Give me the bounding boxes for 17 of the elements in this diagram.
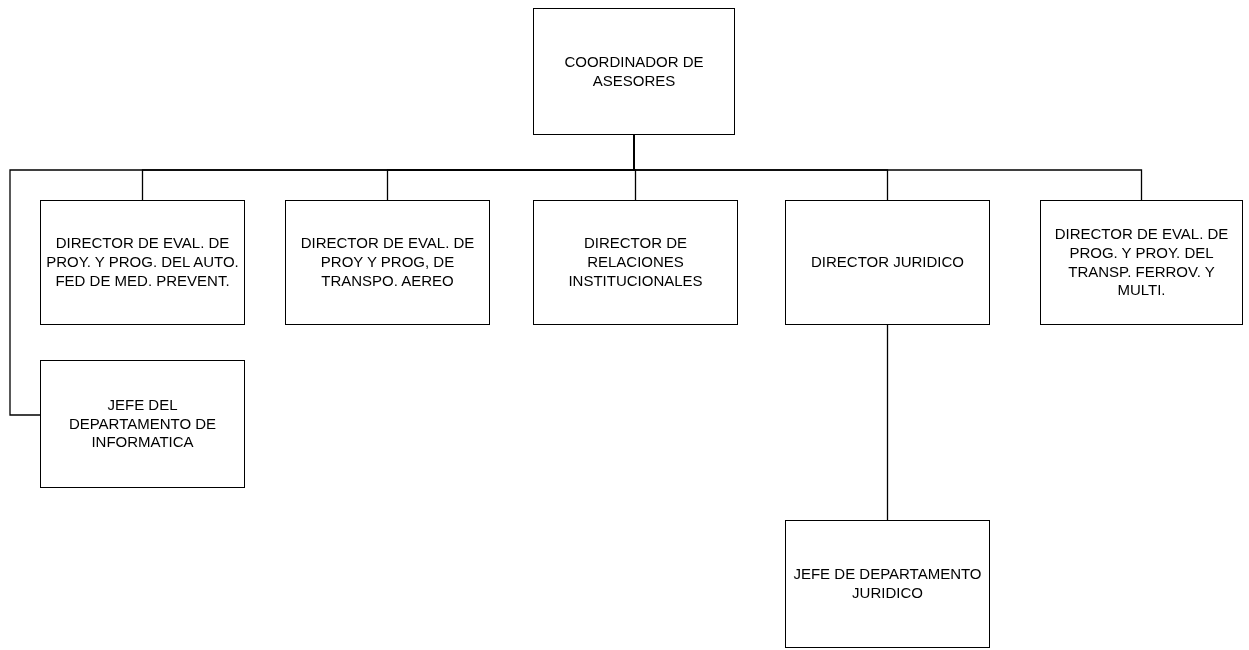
org-box — [40, 200, 245, 325]
position-title: JEFE DEL DEPARTAMENTO DE INFORMATICA — [67, 395, 218, 453]
position-title: COORDINADOR DE ASESORES — [563, 52, 705, 91]
org-box — [1040, 200, 1243, 325]
org-box — [285, 200, 490, 325]
connector-line — [886, 324, 889, 521]
position-title: DIRECTOR JURIDICO — [810, 253, 965, 272]
org-box — [40, 360, 245, 488]
position-title: DIRECTOR DE EVAL. DE PROY. Y PROG. DEL AUTO. FED DE MED. PREVENT. — [45, 234, 240, 291]
position-title: DIRECTOR DE RELACIONES INSTITUCIONALES — [567, 234, 704, 291]
org-box — [785, 520, 990, 648]
org-box — [533, 8, 735, 135]
position-title: DIRECTOR DE EVAL. DE PROG. Y PROY. DEL TRANSP. FERROV. Y MULTI. — [1053, 225, 1230, 300]
org-box — [533, 200, 738, 325]
org-box — [785, 200, 990, 325]
position-title: DIRECTOR DE EVAL. DE PROY Y PROG, DE TRANSPO. AEREO — [299, 234, 476, 291]
position-title: JEFE DE DEPARTAMENTO JURIDICO — [792, 565, 983, 603]
